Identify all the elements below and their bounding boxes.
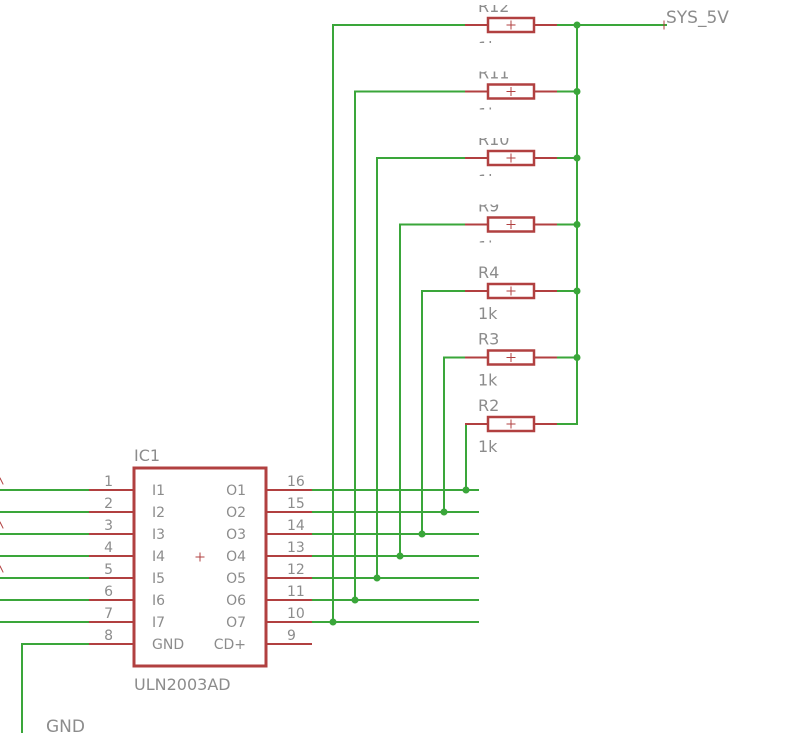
sys5v-net-label: SYS_5V <box>666 8 729 28</box>
label-clip-mask <box>470 61 520 72</box>
ic-pin-name: O6 <box>226 593 246 609</box>
resistor-refdes: R2 <box>478 396 499 415</box>
ic-pin-number: 5 <box>104 562 113 578</box>
junction-layer <box>329 21 581 626</box>
ic-pin-name: O1 <box>226 483 246 499</box>
ic-pin-name: I5 <box>152 571 165 587</box>
ic-pin-name: O4 <box>226 549 246 565</box>
label-clip-mask <box>470 194 520 205</box>
label-clip-mask <box>470 242 520 253</box>
junction-dot <box>351 596 359 604</box>
junction-dot <box>573 154 581 162</box>
ic-pin-name: CD+ <box>214 637 246 653</box>
ic-body <box>132 466 268 668</box>
ic-value: ULN2003AD <box>134 675 231 694</box>
ic-pin-number: 4 <box>104 540 113 556</box>
resistor-refdes: R4 <box>478 263 499 282</box>
label-clip-mask <box>470 0 520 5</box>
label-clip-mask <box>470 128 520 138</box>
ic-pin-number: 1 <box>104 474 113 490</box>
wire-layer <box>0 24 667 733</box>
offscreen-label-fragment <box>0 521 4 529</box>
ic-pin-name: I6 <box>152 593 165 609</box>
gnd-wire <box>21 643 90 733</box>
label-clip-mask <box>470 43 520 53</box>
junction-dot <box>573 287 581 295</box>
ic-pin-name: I2 <box>152 505 165 521</box>
ic-pin-name: I3 <box>152 527 165 543</box>
ic-pin-number: 15 <box>287 496 305 512</box>
ic-pin-number: 10 <box>287 606 305 622</box>
junction-dot <box>573 354 581 361</box>
label-clip-mask <box>470 109 520 120</box>
junction-dot <box>373 574 381 582</box>
ic-pin-number: 2 <box>104 496 113 512</box>
offscreen-label-fragment <box>0 565 4 573</box>
ic-refdes: IC1 <box>134 446 160 465</box>
ic-pin-number: 11 <box>287 584 305 600</box>
ic-pin-number: 8 <box>104 628 113 644</box>
resistor-pulldown-wire <box>332 24 466 622</box>
ic-pin-name: I1 <box>152 483 165 499</box>
resistor-pulldown-wire <box>443 356 466 512</box>
resistor-value: 1k <box>478 304 498 323</box>
resistor-value: 1k <box>478 371 498 390</box>
resistor-pulldown-wire <box>399 223 466 556</box>
resistor-pulldown-wire <box>376 157 466 578</box>
ic-pin-number: 12 <box>287 562 305 578</box>
gnd-net-label: GND <box>46 717 85 733</box>
resistor-refdes: R3 <box>478 330 499 349</box>
ic-pin-number: 6 <box>104 584 113 600</box>
resistor-value: 1k <box>478 437 498 456</box>
resistor-pulldown-wire <box>421 290 466 534</box>
junction-dot <box>573 221 581 228</box>
ic-pin-number: 16 <box>287 474 305 490</box>
ic-pin-number: 13 <box>287 540 305 556</box>
ic-pin-name: I4 <box>152 549 165 565</box>
ic-pin-number: 14 <box>287 518 305 534</box>
ic-pin-name: O2 <box>226 505 246 521</box>
label-clip-mask <box>470 176 520 186</box>
junction-dot <box>396 552 404 560</box>
ic-pin-name: O5 <box>226 571 246 587</box>
junction-dot <box>418 530 426 538</box>
ic-pin-name: O3 <box>226 527 246 543</box>
resistor-pulldown-wire <box>354 90 466 600</box>
ic-pin-name: O7 <box>226 615 246 631</box>
ic-pin-name: I7 <box>152 615 165 631</box>
junction-dot <box>573 21 581 29</box>
ic-pin-number: 7 <box>104 606 113 622</box>
ic-pin-number: 9 <box>287 628 296 644</box>
ic-pin-number: 3 <box>104 518 113 534</box>
junction-dot <box>329 618 337 626</box>
ic-pin-name: GND <box>152 637 184 653</box>
offscreen-label-fragment <box>0 477 4 485</box>
junction-dot <box>462 486 470 494</box>
junction-dot <box>440 508 448 516</box>
junction-dot <box>573 88 581 95</box>
parts-layer <box>0 16 665 668</box>
